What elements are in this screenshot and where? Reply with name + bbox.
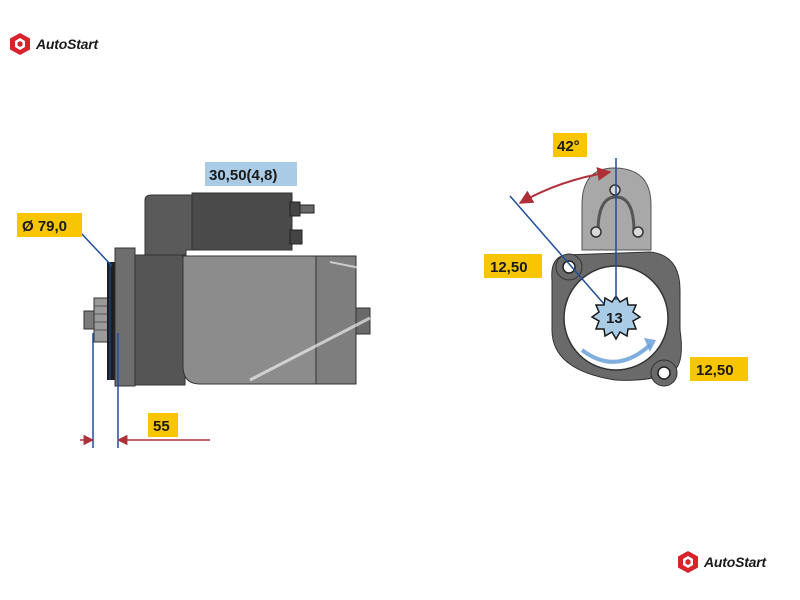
flange-offset-label: 55 [153, 418, 170, 435]
angle-label: 42° [557, 138, 580, 155]
motor-end-cap [315, 255, 357, 385]
angle-dimension: 42° [509, 133, 617, 305]
diameter-label-bg [17, 213, 82, 237]
mount-hole-lower [657, 366, 671, 380]
flange-offset-label-bg [148, 413, 178, 437]
hole-upper-label-bg [484, 254, 542, 278]
connector-label: 30,50(4,8) [209, 167, 277, 184]
flange-ring [107, 262, 115, 380]
solenoid-cap [191, 192, 293, 251]
hole-dimension-lower: 12,50 [690, 357, 748, 381]
rotation-arrow [580, 343, 652, 364]
autostart-logo-icon [10, 33, 30, 55]
autostart-logo-icon [678, 551, 698, 573]
lobe-bolt-right [632, 226, 644, 238]
connector-dimension: 30,50(4,8) [205, 162, 297, 186]
autostart-logo-top: AutoStart [8, 32, 98, 56]
lobe-bolt-left [590, 226, 602, 238]
hole-upper-label: 12,50 [490, 259, 528, 276]
terminal-lower [289, 229, 303, 245]
hole-lower-label: 12,50 [696, 362, 734, 379]
terminal-bolt [299, 204, 315, 214]
diameter-label: Ø 79,0 [22, 218, 67, 235]
hole-dimension-upper: 12,50 [484, 254, 542, 278]
diameter-dimension: Ø 79,0 [17, 213, 113, 380]
hole-lower-label-bg [690, 357, 748, 381]
autostart-logo-bottom: AutoStart [676, 550, 766, 574]
front-pinion-gear [590, 294, 642, 341]
mount-hole-upper [562, 260, 576, 274]
flange-offset-dimension: 55 [80, 333, 210, 448]
angle-arc [518, 167, 612, 204]
lobe-bolt-top [609, 184, 621, 196]
brand-name: AutoStart [704, 554, 766, 570]
motor-body [182, 255, 319, 385]
terminal-upper [289, 201, 301, 217]
brand-name: AutoStart [36, 36, 98, 52]
teeth-count-label: 13 [606, 310, 623, 327]
starter-side-view [83, 192, 371, 387]
connector-label-bg [205, 162, 297, 186]
angle-label-bg [553, 133, 587, 157]
rotation-arrow-head [644, 338, 656, 352]
